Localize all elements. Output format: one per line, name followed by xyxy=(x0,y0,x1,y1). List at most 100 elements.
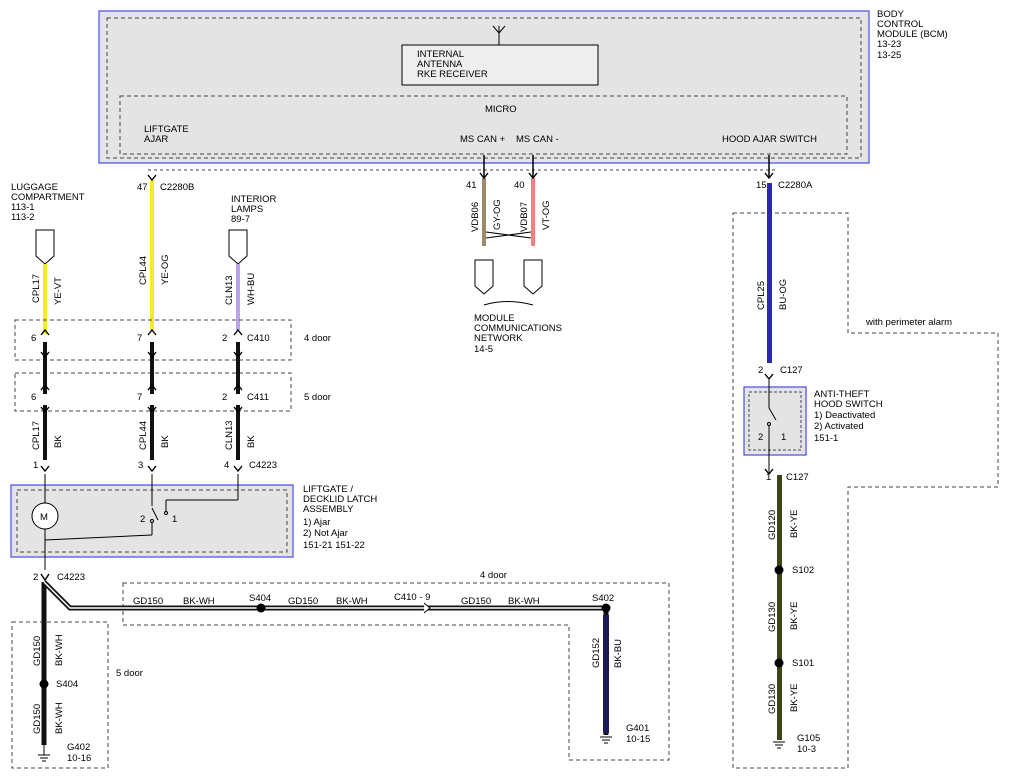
latch-label-3: ASSEMBLY xyxy=(303,504,354,515)
circuit-ye-vt: YE-VT xyxy=(53,277,64,305)
perimeter-alarm-region xyxy=(732,212,999,769)
bk-wh-left-2: BK-WH xyxy=(54,702,65,734)
c411-pin-7: 7 xyxy=(137,392,142,403)
antitheft-2: HOOD SWITCH xyxy=(814,399,883,410)
hood-switch-pos-2: 2 xyxy=(758,432,763,443)
antitheft-4: 2) Activated xyxy=(814,421,864,432)
rke-line-3: RKE RECEIVER xyxy=(417,69,488,80)
circuit-cpl17-lower: CPL17 xyxy=(31,421,42,450)
wire-cpl17-ye-vt xyxy=(43,264,47,334)
latch-label-2: DECKLID LATCH xyxy=(303,494,377,505)
splice-s101 xyxy=(774,658,784,668)
wire-arrows xyxy=(40,174,243,473)
bcm-title-4: 13-23 xyxy=(877,39,901,50)
module-comm-4: 14-5 xyxy=(474,344,493,355)
motor-label: M xyxy=(40,512,48,523)
splice-s102 xyxy=(774,565,784,575)
splice-s404-left xyxy=(39,679,49,689)
micro-box xyxy=(119,95,848,155)
g401-label: G401 xyxy=(626,723,649,734)
circuit-bk-1: BK xyxy=(53,435,64,448)
s102-label: S102 xyxy=(792,565,814,576)
five-door-region xyxy=(11,621,109,769)
g105-label: G105 xyxy=(797,733,820,744)
bcm-title-3: MODULE (BCM) xyxy=(877,29,948,40)
switch-pos-1: 1 xyxy=(172,514,177,525)
wire-arrow-bottom xyxy=(40,573,50,582)
bcm-title-5: 13-25 xyxy=(877,50,901,61)
circuit-wh-bu: WH-BU xyxy=(246,273,257,305)
gd150-1: GD150 xyxy=(133,596,163,607)
bk-wh-3: BK-WH xyxy=(508,596,540,607)
splice-s402 xyxy=(601,603,611,613)
latch-switch-icon xyxy=(44,474,239,541)
pin-41: 41 xyxy=(466,180,477,191)
liftgate-ajar-line-2: AJAR xyxy=(144,134,168,145)
g105-ref: 10-3 xyxy=(797,744,816,755)
gd150-2: GD150 xyxy=(288,596,318,607)
switch-pos-2: 2 xyxy=(140,514,145,525)
wire-cpl44-ye-og xyxy=(150,180,154,330)
pin-15: 15 xyxy=(756,180,767,191)
bk-wires xyxy=(43,405,240,460)
c410-pin-7: 7 xyxy=(137,333,142,344)
circuit-cpl17-upper: CPL17 xyxy=(31,274,42,303)
s404-left-label: S404 xyxy=(56,679,78,690)
c410-c411-links xyxy=(43,342,240,394)
gd152-label: GD152 xyxy=(591,638,602,668)
wire-gd-bk-ye xyxy=(777,475,782,740)
s101-label: S101 xyxy=(792,658,814,669)
c410-9-label: C410 - 9 xyxy=(394,592,430,603)
bk-wh-2: BK-WH xyxy=(336,596,368,607)
interior-line-2: LAMPS xyxy=(231,204,263,215)
c410-pin-6: 6 xyxy=(31,333,36,344)
c2280b-label: C2280B xyxy=(160,182,194,193)
circuit-bk-2: BK xyxy=(160,435,171,448)
circuit-ye-og: YE-OG xyxy=(160,254,171,285)
antitheft-switch-inner xyxy=(748,391,802,451)
bk-wh-left-1: BK-WH xyxy=(54,634,65,666)
hood-arrow-bottom xyxy=(764,468,774,476)
bk-ye-1: BK-YE xyxy=(789,509,800,538)
pin-40: 40 xyxy=(514,180,525,191)
c4223-bottom-pin: 2 xyxy=(33,572,38,583)
circuit-cpl44-lower: CPL44 xyxy=(138,421,149,450)
ms-can-plus-label: MS CAN + xyxy=(460,134,506,145)
latch-label-1: LIFTGATE / xyxy=(303,484,353,495)
hood-switch-pos-1: 1 xyxy=(781,432,786,443)
s402-label: S402 xyxy=(592,593,614,604)
five-door-lower: 5 door xyxy=(116,668,143,679)
ground-icon-g402 xyxy=(38,745,50,762)
circuit-bk-3: BK xyxy=(246,435,257,448)
interior-line-1: INTERIOR xyxy=(231,194,277,205)
vt-og-label: VT-OG xyxy=(541,200,552,230)
ground-icon-g105 xyxy=(773,741,785,749)
bk-bu-label: BK-BU xyxy=(613,639,624,668)
rke-receiver-box xyxy=(401,44,599,86)
luggage-line-2: COMPARTMENT xyxy=(11,192,85,203)
c411-pin-2: 2 xyxy=(222,392,227,403)
wire-gd152-bk-bu xyxy=(603,615,609,733)
c4223-top-label: C4223 xyxy=(249,460,277,471)
antitheft-5: 151-1 xyxy=(814,433,838,444)
bcm-title-2: CONTROL xyxy=(877,19,923,30)
c411-pin-6: 6 xyxy=(31,392,36,403)
gd150-left-2: GD150 xyxy=(32,704,43,734)
latch-label-6: 151-21 151-22 xyxy=(303,540,365,551)
gy-og-label: GY-OG xyxy=(492,199,503,230)
bk-ye-2: BK-YE xyxy=(789,601,800,630)
antitheft-3: 1) Deactivated xyxy=(814,410,875,421)
interior-line-3: 89-7 xyxy=(231,214,250,225)
module-comm-3: NETWORK xyxy=(474,333,523,344)
c127-bottom-pin: 1 xyxy=(766,472,771,483)
hood-arrow-mid xyxy=(764,373,774,381)
c410-pin-2: 2 xyxy=(222,333,227,344)
c127-bottom-label: C127 xyxy=(786,472,809,483)
pin-47: 47 xyxy=(137,182,148,193)
c4223-pin-3: 3 xyxy=(138,460,143,471)
antitheft-switch-box xyxy=(743,386,807,456)
ms-can-minus-label: MS CAN - xyxy=(516,134,559,145)
c410-box xyxy=(14,319,292,361)
s404-top-label: S404 xyxy=(249,593,271,604)
